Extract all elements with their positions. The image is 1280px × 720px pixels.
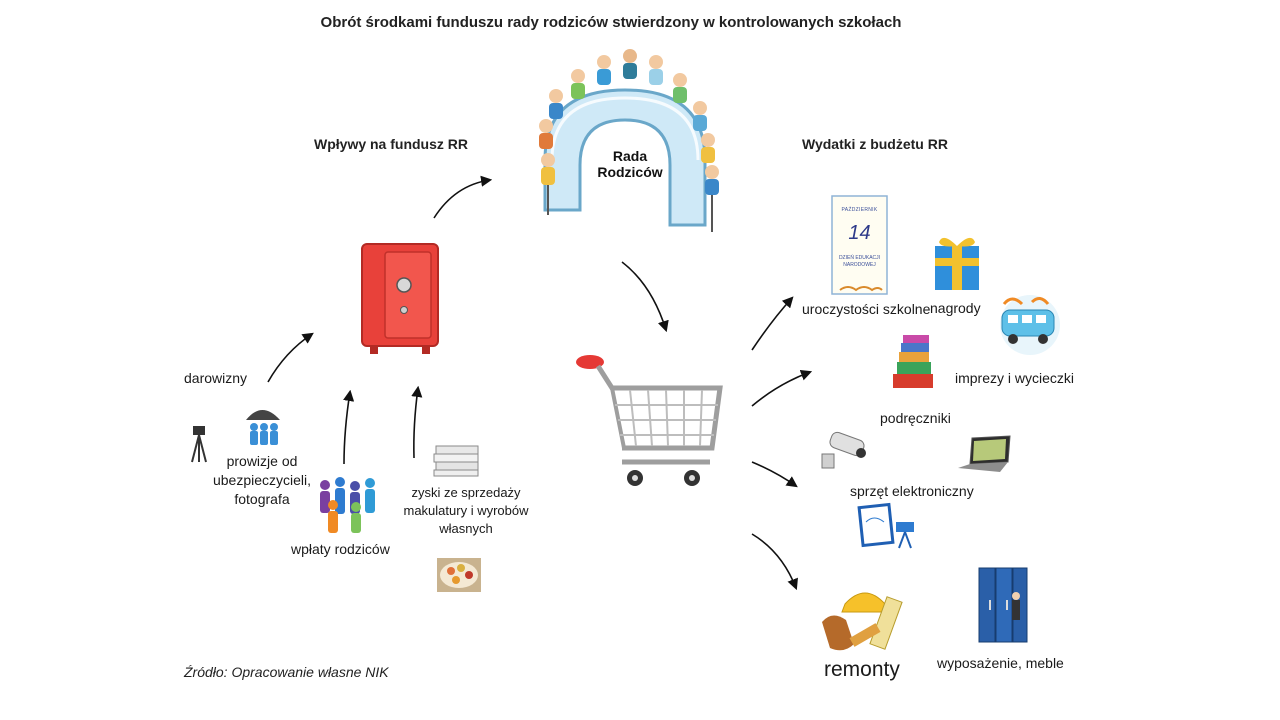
arrow-sales bbox=[411, 385, 423, 459]
flow-arrows bbox=[267, 175, 813, 591]
arrow-electronics bbox=[751, 461, 798, 488]
cookies-plate-icon bbox=[437, 558, 481, 592]
label-renovations: remonty bbox=[824, 658, 900, 681]
arrow-trips bbox=[751, 369, 813, 407]
label-commissions: prowizje od ubezpieczycieli, fotografa bbox=[212, 453, 312, 507]
arrow-renovations bbox=[751, 533, 798, 591]
council-members-group bbox=[539, 49, 719, 232]
insurance-umbrella-icon bbox=[246, 410, 280, 445]
safe-icon bbox=[361, 243, 439, 354]
expenses-heading: Wydatki z budżetu RR bbox=[802, 136, 948, 152]
arrow-council-to-cart bbox=[621, 261, 669, 333]
label-sales-profits: zyski ze sprzedaży makulatury i wyrobów … bbox=[403, 485, 529, 537]
arrow-donations bbox=[267, 332, 314, 383]
income-heading: Wpływy na fundusz RR bbox=[314, 136, 468, 152]
lockers-icon bbox=[978, 567, 1028, 643]
books-stack-icon bbox=[893, 335, 933, 388]
interactive-whiteboard-icon bbox=[857, 502, 914, 549]
label-awards: nagrody bbox=[930, 300, 981, 316]
construction-tools-icon bbox=[822, 592, 903, 651]
tripod-camera-icon bbox=[191, 426, 207, 463]
poster-month: PAŹDZIERNIK bbox=[841, 207, 878, 213]
shopping-cart-icon bbox=[576, 355, 723, 486]
security-camera-icon bbox=[821, 431, 866, 469]
label-parent-payments: wpłaty rodziców bbox=[291, 541, 390, 557]
gift-box-icon bbox=[935, 237, 979, 290]
label-donations: darowizny bbox=[184, 370, 248, 386]
holiday-poster-icon bbox=[831, 195, 888, 295]
tour-bus-icon bbox=[1000, 295, 1060, 355]
laptop-icon bbox=[958, 435, 1011, 472]
council-table-illustration bbox=[539, 49, 719, 232]
label-celebrations: uroczystości szkolne bbox=[802, 301, 931, 317]
label-electronics: sprzęt elektroniczny bbox=[850, 483, 974, 499]
poster-caption: DZIEŃ EDUKACJI NARODOWEJ bbox=[838, 255, 881, 268]
arrow-parents bbox=[343, 389, 355, 465]
arrow-safe-to-council bbox=[433, 175, 493, 219]
label-events-trips: imprezy i wycieczki bbox=[955, 370, 1075, 386]
parents-group-icon bbox=[320, 477, 375, 533]
label-furniture: wyposażenie, meble bbox=[937, 655, 1064, 671]
label-textbooks: podręczniki bbox=[880, 410, 951, 426]
newspapers-icon bbox=[433, 445, 479, 477]
poster-number: 14 bbox=[848, 222, 871, 244]
source-note: Źródło: Opracowanie własne NIK bbox=[184, 664, 389, 680]
page-title: Obrót środkami funduszu rady rodziców st… bbox=[320, 14, 902, 31]
council-label: Rada Rodziców bbox=[597, 148, 663, 180]
arrow-celebrations bbox=[751, 296, 794, 351]
